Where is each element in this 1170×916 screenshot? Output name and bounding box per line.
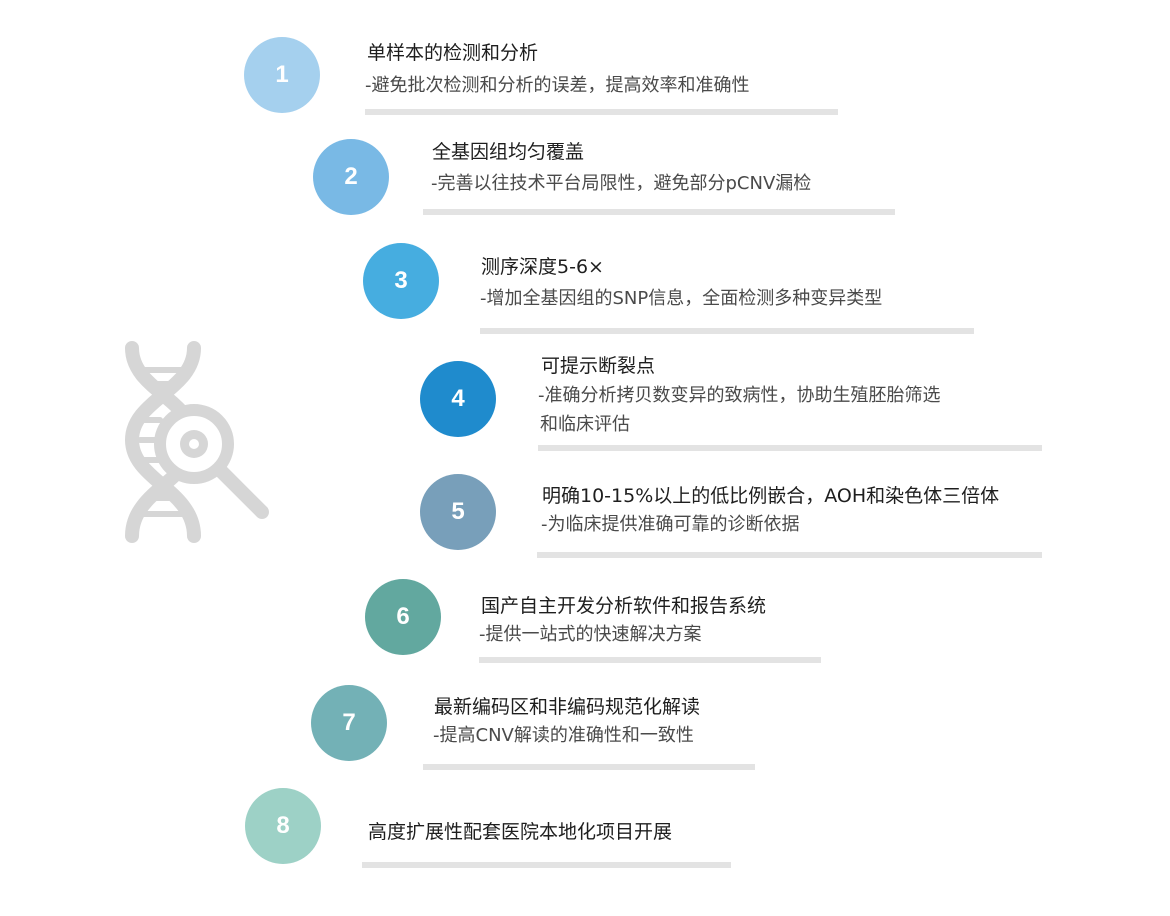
feature-description: -准确分析拷贝数变异的致病性，协助生殖胚胎筛选 (538, 385, 941, 406)
feature-divider (365, 109, 838, 115)
feature-number-badge: 8 (245, 788, 321, 864)
feature-description: -提高CNV解读的准确性和一致性 (433, 725, 694, 746)
feature-description: -为临床提供准确可靠的诊断依据 (541, 514, 800, 535)
feature-divider (423, 764, 755, 770)
feature-title: 测序深度5-6× (481, 256, 604, 278)
feature-divider (479, 657, 821, 663)
feature-number: 4 (451, 385, 465, 412)
feature-divider (362, 862, 731, 868)
feature-title: 明确10-15%以上的低比例嵌合，AOH和染色体三倍体 (542, 485, 1000, 507)
feature-divider (537, 552, 1042, 558)
feature-number-badge: 1 (244, 37, 320, 113)
feature-number-badge: 4 (420, 361, 496, 437)
feature-title: 全基因组均匀覆盖 (432, 141, 585, 163)
feature-description: -增加全基因组的SNP信息，全面检测多种变异类型 (480, 288, 883, 309)
feature-title: 单样本的检测和分析 (367, 42, 539, 64)
feature-number-badge: 5 (420, 474, 496, 550)
dna-magnifier-icon (124, 341, 269, 543)
feature-number: 3 (394, 267, 408, 294)
feature-title: 高度扩展性配套医院本地化项目开展 (368, 821, 673, 843)
feature-number-badge: 6 (365, 579, 441, 655)
feature-number: 1 (275, 61, 289, 88)
feature-number: 6 (396, 603, 410, 630)
feature-title: 可提示断裂点 (541, 355, 656, 377)
feature-divider (480, 328, 974, 334)
feature-number-badge: 3 (363, 243, 439, 319)
feature-description-line2: 和临床评估 (540, 414, 630, 435)
feature-description: -提供一站式的快速解决方案 (479, 624, 702, 645)
feature-number-badge: 2 (313, 139, 389, 215)
feature-number: 2 (344, 163, 358, 190)
feature-number: 7 (342, 709, 356, 736)
feature-title: 国产自主开发分析软件和报告系统 (481, 595, 767, 617)
feature-description: -避免批次检测和分析的误差，提高效率和准确性 (365, 75, 750, 96)
feature-number: 5 (451, 498, 465, 525)
feature-divider (538, 445, 1042, 451)
feature-number: 8 (276, 812, 290, 839)
feature-number-badge: 7 (311, 685, 387, 761)
feature-divider (423, 209, 895, 215)
feature-description: -完善以往技术平台局限性，避免部分pCNV漏检 (431, 173, 812, 194)
feature-title: 最新编码区和非编码规范化解读 (434, 696, 701, 718)
